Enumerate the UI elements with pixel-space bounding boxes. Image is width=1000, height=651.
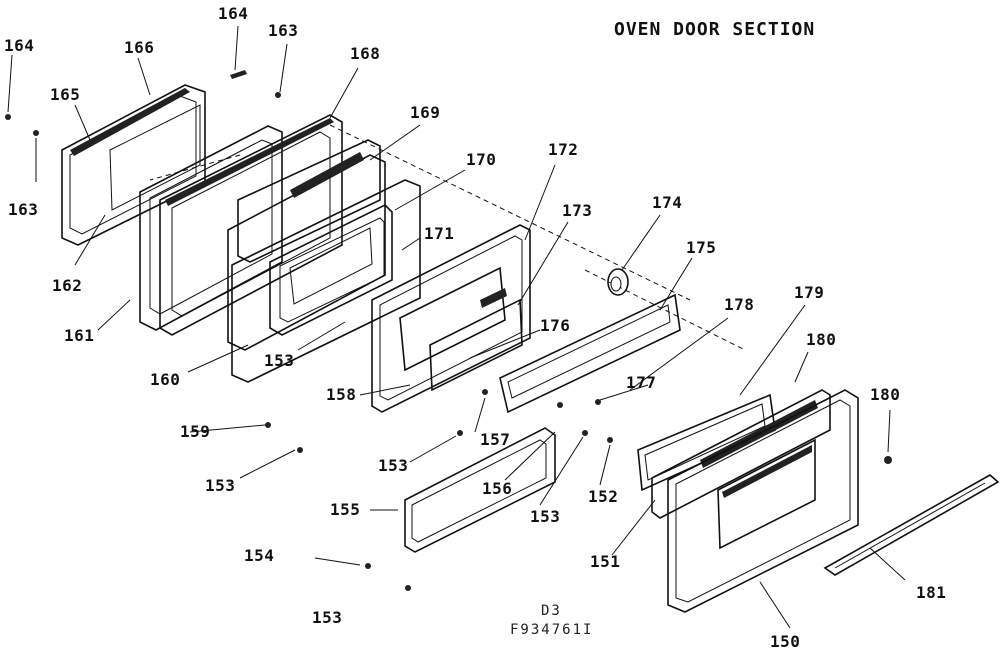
leader-lines: [7, 25, 906, 629]
part-label-165: 165: [50, 85, 81, 104]
drawing-code-line2: F934761I: [510, 622, 594, 638]
part-label-178: 178: [724, 295, 755, 314]
part-label-172: 172: [548, 140, 579, 159]
part-label-171: 171: [424, 224, 455, 243]
part-label-168: 168: [350, 44, 381, 63]
part-label-166: 166: [124, 38, 155, 57]
part-label-180: 180: [806, 330, 837, 349]
part-label-170: 170: [466, 150, 497, 169]
part-label-162: 162: [52, 276, 83, 295]
part-label-173: 173: [562, 201, 593, 220]
part-label-153: 153: [264, 351, 295, 370]
part-label-163: 163: [268, 21, 299, 40]
diagram-title: OVEN DOOR SECTION: [614, 19, 816, 40]
part-label-152: 152: [588, 487, 619, 506]
part-label-154: 154: [244, 546, 275, 565]
part-label-163: 163: [8, 200, 39, 219]
part-165-rear-panel: [61, 84, 206, 246]
drawing-code-line1: D3: [541, 603, 562, 619]
part-label-175: 175: [686, 238, 717, 257]
part-label-179: 179: [794, 283, 825, 302]
part-label-169: 169: [410, 103, 441, 122]
part-label-156: 156: [482, 479, 513, 498]
part-label-161: 161: [64, 326, 95, 345]
screws: [5, 70, 892, 591]
part-label-151: 151: [590, 552, 621, 571]
part-label-153: 153: [530, 507, 561, 526]
part-label-180: 180: [870, 385, 901, 404]
part-174-knob: [607, 268, 629, 296]
alignment-line: [329, 124, 691, 301]
part-label-176: 176: [540, 316, 571, 335]
part-label-157: 157: [480, 430, 511, 449]
part-label-153: 153: [205, 476, 236, 495]
part-150-outer-door: [667, 389, 859, 613]
part-label-174: 174: [652, 193, 683, 212]
part-label-164: 164: [218, 4, 249, 23]
part-160-inner-door: [227, 139, 421, 383]
part-label-159: 159: [180, 422, 211, 441]
part-172-panel: [371, 224, 531, 413]
part-label-155: 155: [330, 500, 361, 519]
part-label-164: 164: [4, 36, 35, 55]
part-161-frame: [139, 114, 343, 336]
part-label-153: 153: [312, 608, 343, 627]
part-label-153: 153: [378, 456, 409, 475]
part-181-handle: [823, 474, 1000, 576]
part-label-158: 158: [326, 385, 357, 404]
part-label-160: 160: [150, 370, 181, 389]
part-175-strip: [499, 293, 681, 414]
part-label-150: 150: [770, 632, 801, 651]
part-label-177: 177: [626, 373, 657, 392]
part-label-181: 181: [916, 583, 947, 602]
